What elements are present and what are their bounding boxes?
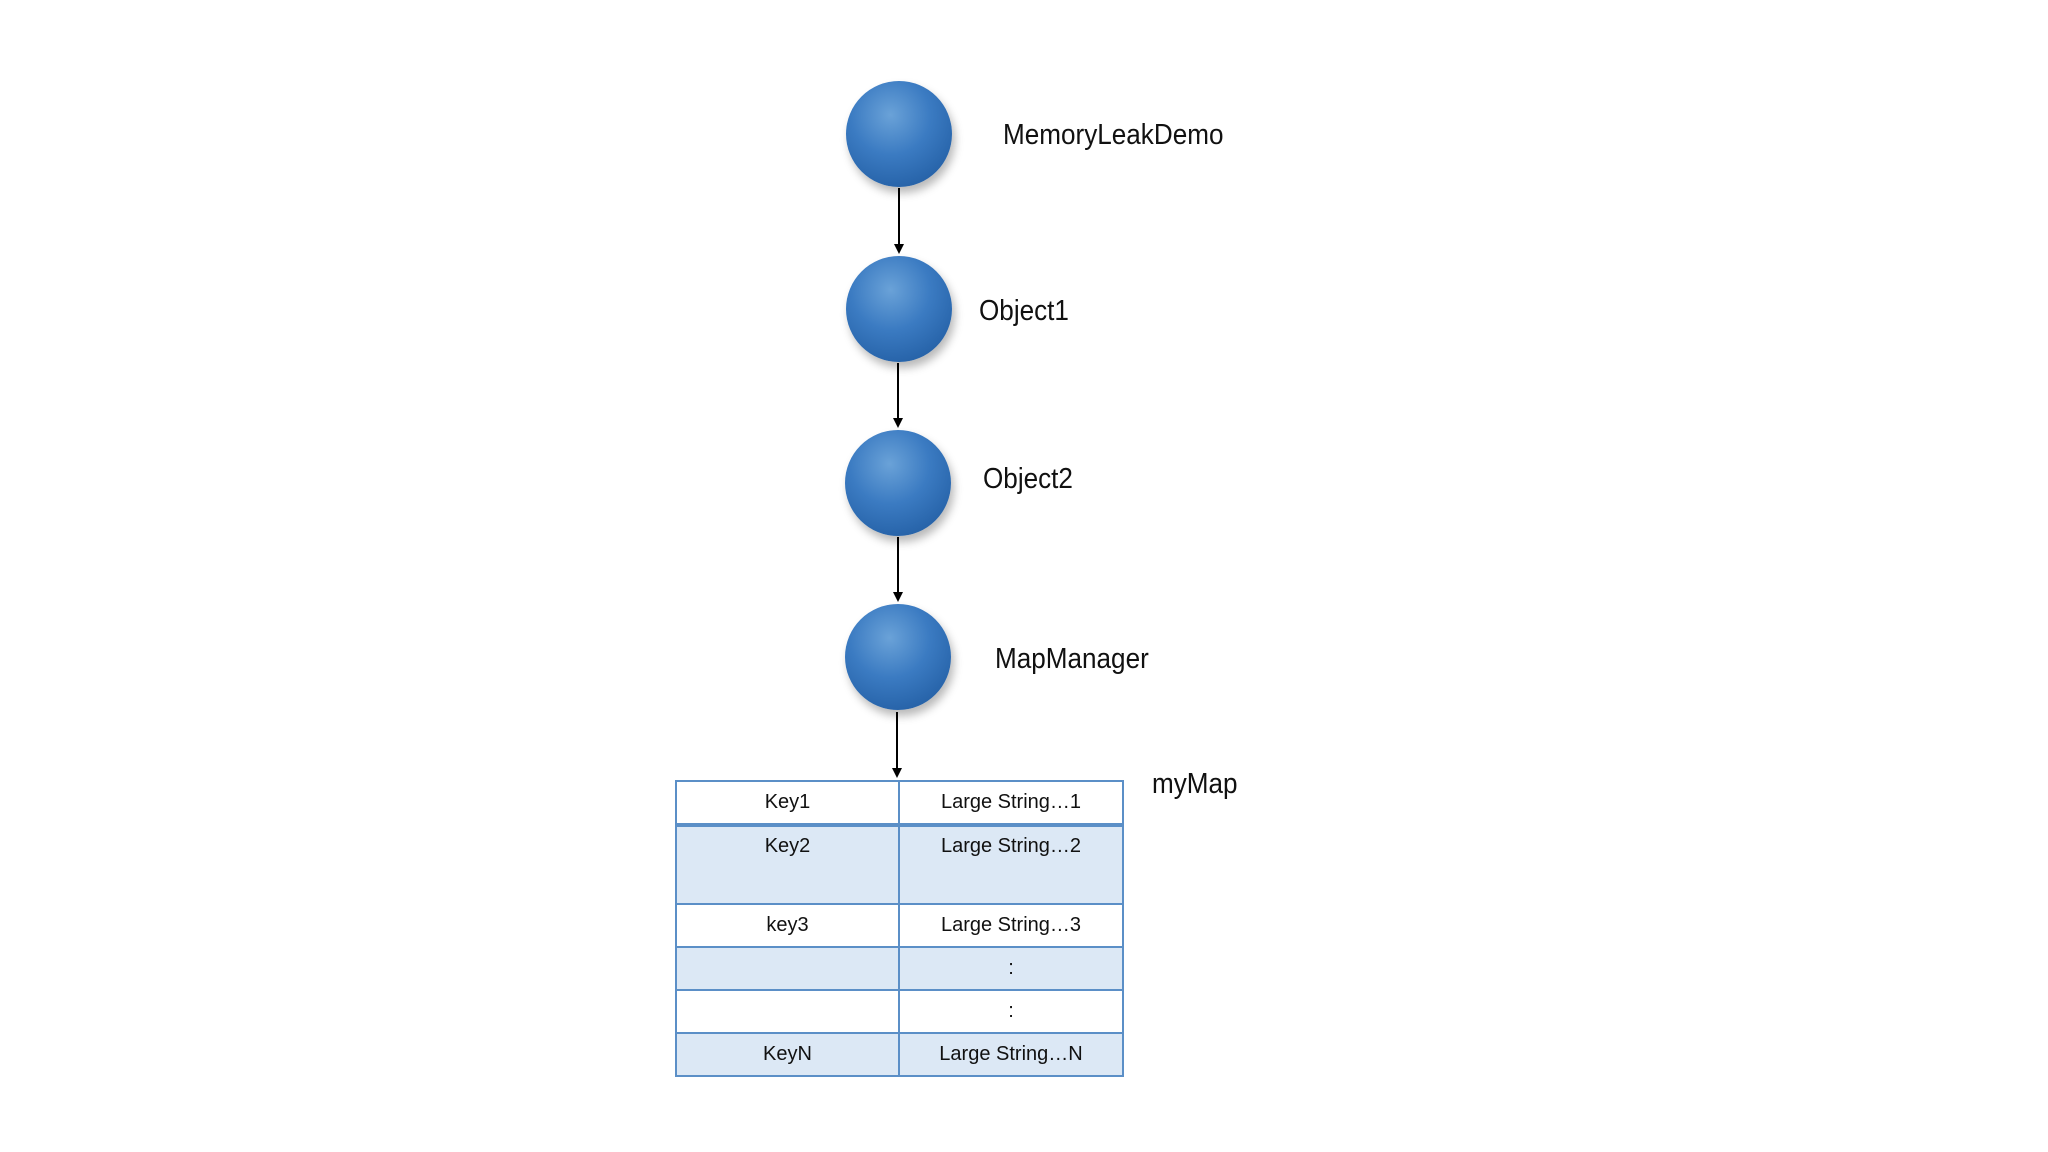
node-label-object1: Object1 bbox=[979, 295, 1069, 327]
node-label-memoryleakdemo: MemoryLeakDemo bbox=[1003, 119, 1224, 151]
map-label: myMap bbox=[1152, 768, 1238, 800]
map-value-cell: : bbox=[898, 989, 1124, 1034]
map-key-cell bbox=[675, 946, 900, 991]
node-label-object2: Object2 bbox=[983, 463, 1073, 495]
map-key-cell bbox=[675, 989, 900, 1034]
mymap-table: Key1 Large String…1 Key2 Large String…2 … bbox=[675, 780, 1124, 1077]
node-memoryleakdemo bbox=[846, 81, 952, 187]
map-key-cell: KeyN bbox=[675, 1032, 900, 1077]
node-mapmanager bbox=[845, 604, 951, 710]
table-row: Key2 Large String…2 bbox=[675, 824, 1124, 905]
map-value-cell: : bbox=[898, 946, 1124, 991]
table-row: key3 Large String…3 bbox=[675, 903, 1124, 948]
map-key-cell: Key1 bbox=[675, 780, 900, 827]
map-key-cell: Key2 bbox=[675, 824, 900, 905]
table-row: Key1 Large String…1 bbox=[675, 780, 1124, 827]
map-key-cell: key3 bbox=[675, 903, 900, 948]
map-value-cell: Large String…2 bbox=[898, 824, 1124, 905]
map-value-cell: Large String…1 bbox=[898, 780, 1124, 827]
table-row: : bbox=[675, 946, 1124, 991]
node-object1 bbox=[846, 256, 952, 362]
node-object2 bbox=[845, 430, 951, 536]
map-value-cell: Large String…N bbox=[898, 1032, 1124, 1077]
table-row: KeyN Large String…N bbox=[675, 1032, 1124, 1077]
node-label-mapmanager: MapManager bbox=[995, 643, 1149, 675]
map-value-cell: Large String…3 bbox=[898, 903, 1124, 948]
table-row: : bbox=[675, 989, 1124, 1034]
